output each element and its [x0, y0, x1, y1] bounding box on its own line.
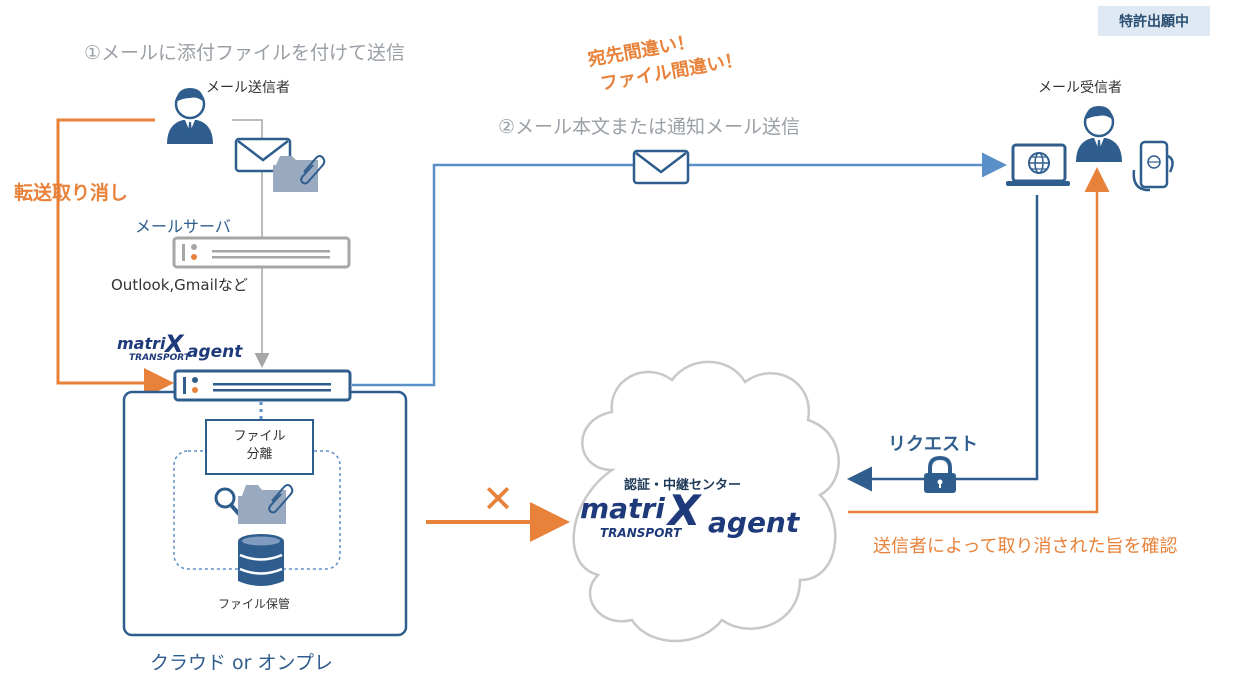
phone-icon	[1132, 140, 1174, 192]
cloud-icon	[572, 360, 840, 643]
receiver-label: メール受信者	[1038, 80, 1122, 96]
receiver-user-icon	[1076, 106, 1122, 162]
envelope-icon	[234, 137, 292, 173]
notify-arrow	[352, 152, 1007, 387]
brand-agent: agent	[187, 342, 243, 362]
request-label: リクエスト	[888, 434, 978, 455]
brand-transport: TRANSPORT	[129, 353, 190, 363]
user-icon	[167, 88, 213, 144]
brand-large-x: X	[668, 486, 701, 535]
file-split-line2: 分離	[246, 447, 273, 462]
confirm-arrow	[848, 167, 1110, 514]
storage-folder-icon	[238, 484, 294, 524]
brand-matri: matri	[117, 334, 166, 353]
lock-icon	[924, 455, 956, 493]
deployment-caption: クラウド or オンプレ	[150, 652, 333, 674]
server-icon	[172, 236, 351, 269]
folder-clip-icon	[273, 155, 326, 192]
step2-label: ②メール本文または通知メール送信	[498, 116, 801, 138]
step1-label: ①メールに添付ファイルを付けて送信	[84, 42, 406, 64]
patent-pending-badge: 特許出願中	[1098, 6, 1210, 36]
database-icon	[238, 534, 284, 586]
mail-server-caption: Outlook,Gmailなど	[111, 276, 248, 294]
sender-label: メール送信者	[206, 80, 290, 96]
magnifier-icon	[214, 487, 241, 516]
laptop-globe-icon	[1006, 143, 1070, 186]
mail-server-title: メールサーバ	[135, 217, 231, 236]
brand-large-matri: matri	[580, 492, 665, 525]
file-split-label: ファイル 分離	[206, 428, 313, 464]
file-split-line1: ファイル	[233, 429, 286, 444]
storage-label: ファイル保管	[218, 597, 291, 611]
brand-large-agent: agent	[708, 506, 800, 539]
envelope-notify-icon	[632, 149, 690, 185]
revoke-label: 転送取り消し	[14, 182, 129, 204]
confirm-label: 送信者によって取り消された旨を確認	[873, 536, 1178, 557]
revoke-arrow	[56, 118, 174, 398]
brand-logo-small: matri X agent TRANSPORT	[117, 330, 262, 366]
brand-logo-large: matri X agent TRANSPORT	[580, 486, 820, 544]
brand-large-transport: TRANSPORT	[600, 526, 682, 540]
relay-center-title: 認証・中継センター	[624, 478, 742, 493]
agent-server-icon	[173, 369, 352, 402]
mail-flow-line	[232, 119, 270, 368]
brand-x: X	[165, 330, 184, 358]
file-split-box	[205, 419, 314, 475]
blocked-mark: ✕	[482, 477, 514, 521]
request-arrow	[847, 195, 1039, 492]
